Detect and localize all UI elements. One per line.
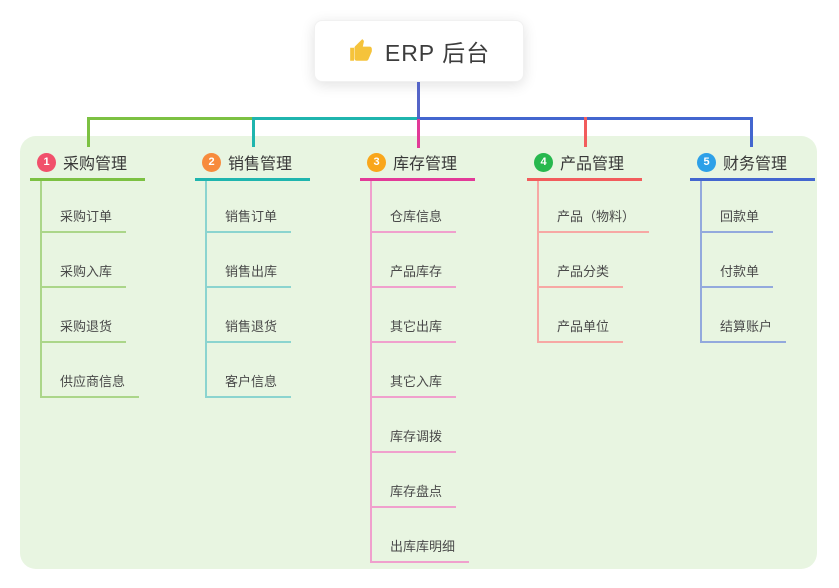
branch-1: 1 采购管理采购订单采购入库采购退货供应商信息 (30, 136, 145, 398)
branch-3-connector-drop (417, 119, 420, 148)
child-node[interactable]: 回款单 (702, 181, 774, 233)
branch-2: 2 销售管理销售订单销售出库销售退货客户信息 (195, 136, 310, 398)
branch-4-title-label: 产品管理 (560, 156, 625, 173)
child-node-label: 产品分类 (557, 264, 610, 279)
child-node-label: 库存调拨 (390, 429, 443, 444)
child-node-label: 其它出库 (390, 319, 443, 334)
child-node[interactable]: 销售订单 (207, 181, 292, 233)
branch-1-title-node[interactable]: 1 采购管理 (30, 136, 145, 181)
child-node-label: 结算账户 (720, 319, 773, 334)
child-node-label: 库存盘点 (390, 484, 443, 499)
child-node-label: 产品单位 (557, 319, 610, 334)
child-node[interactable]: 其它入库 (372, 343, 457, 398)
child-node-label: 客户信息 (225, 374, 278, 389)
root-connector-line (417, 82, 420, 119)
connector-bus-middle (252, 117, 419, 120)
branch-4-number-badge: 4 (534, 152, 553, 172)
child-node-label: 采购入库 (60, 264, 113, 279)
child-node[interactable]: 销售退货 (207, 288, 292, 343)
branches-panel: 1 采购管理采购订单采购入库采购退货供应商信息 2 销售管理销售订单销售出库销售退货客… (20, 136, 817, 569)
child-node[interactable]: 出库库明细 (372, 508, 470, 563)
branch-5-title-label: 财务管理 (723, 156, 788, 173)
child-node-label: 采购订单 (60, 209, 113, 224)
child-node[interactable]: 产品（物料） (539, 181, 650, 233)
child-node[interactable]: 仓库信息 (372, 181, 457, 233)
branch-5-connector-drop (750, 117, 753, 147)
branch-5-children: 回款单付款单结算账户 (700, 181, 815, 343)
child-node-label: 回款单 (720, 209, 760, 224)
branch-5-number-badge: 5 (697, 152, 716, 172)
branch-1-connector-drop (87, 117, 90, 147)
branch-1-children: 采购订单采购入库采购退货供应商信息 (40, 181, 145, 398)
branch-2-connector-drop (252, 117, 255, 147)
child-node[interactable]: 采购退货 (42, 288, 127, 343)
child-node[interactable]: 供应商信息 (42, 343, 140, 398)
child-node-label: 销售订单 (225, 209, 278, 224)
branch-3-children: 仓库信息产品库存其它出库其它入库库存调拨库存盘点出库库明细 (370, 181, 475, 563)
branch-1-title-label: 采购管理 (63, 156, 128, 173)
child-node[interactable]: 产品库存 (372, 233, 457, 288)
root-node-erp[interactable]: ERP 后台 (314, 20, 524, 82)
child-node-label: 其它入库 (390, 374, 443, 389)
child-node[interactable]: 结算账户 (702, 288, 787, 343)
connector-bus-left (87, 117, 254, 120)
branch-3: 3 库存管理仓库信息产品库存其它出库其它入库库存调拨库存盘点出库库明细 (360, 136, 475, 563)
child-node[interactable]: 采购入库 (42, 233, 127, 288)
branch-4: 4 产品管理产品（物料） 产品分类产品单位 (527, 136, 650, 343)
branch-3-number-badge: 3 (367, 152, 386, 172)
child-node[interactable]: 采购订单 (42, 181, 127, 233)
branch-4-children: 产品（物料） 产品分类产品单位 (537, 181, 650, 343)
branch-3-title-node[interactable]: 3 库存管理 (360, 136, 475, 181)
child-node-label: 仓库信息 (390, 209, 443, 224)
branch-2-title-node[interactable]: 2 销售管理 (195, 136, 310, 181)
child-node-label: 出库库明细 (390, 539, 456, 554)
child-node-label: 供应商信息 (60, 374, 126, 389)
branch-5-title-node[interactable]: 5 财务管理 (690, 136, 815, 181)
child-node-label: 采购退货 (60, 319, 113, 334)
child-node[interactable]: 其它出库 (372, 288, 457, 343)
branch-5: 5 财务管理回款单付款单结算账户 (690, 136, 815, 343)
branch-2-children: 销售订单销售出库销售退货客户信息 (205, 181, 310, 398)
child-node-label: 产品（物料） (557, 209, 636, 224)
child-node[interactable]: 产品单位 (539, 288, 624, 343)
thumbs-up-icon (350, 39, 372, 61)
child-node[interactable]: 付款单 (702, 233, 774, 288)
child-node-label: 付款单 (720, 264, 760, 279)
branch-3-title-label: 库存管理 (393, 156, 458, 173)
child-node[interactable]: 库存盘点 (372, 453, 457, 508)
branch-4-connector-drop (584, 117, 587, 147)
child-node-label: 产品库存 (390, 264, 443, 279)
root-node-label: ERP 后台 (384, 40, 491, 66)
child-node[interactable]: 销售出库 (207, 233, 292, 288)
child-node[interactable]: 库存调拨 (372, 398, 457, 453)
branch-1-number-badge: 1 (37, 152, 56, 172)
branch-2-title-label: 销售管理 (228, 156, 293, 173)
child-node[interactable]: 客户信息 (207, 343, 292, 398)
child-node[interactable]: 产品分类 (539, 233, 624, 288)
branch-2-number-badge: 2 (202, 152, 221, 172)
child-node-label: 销售退货 (225, 319, 278, 334)
child-node-label: 销售出库 (225, 264, 278, 279)
branch-4-title-node[interactable]: 4 产品管理 (527, 136, 642, 181)
